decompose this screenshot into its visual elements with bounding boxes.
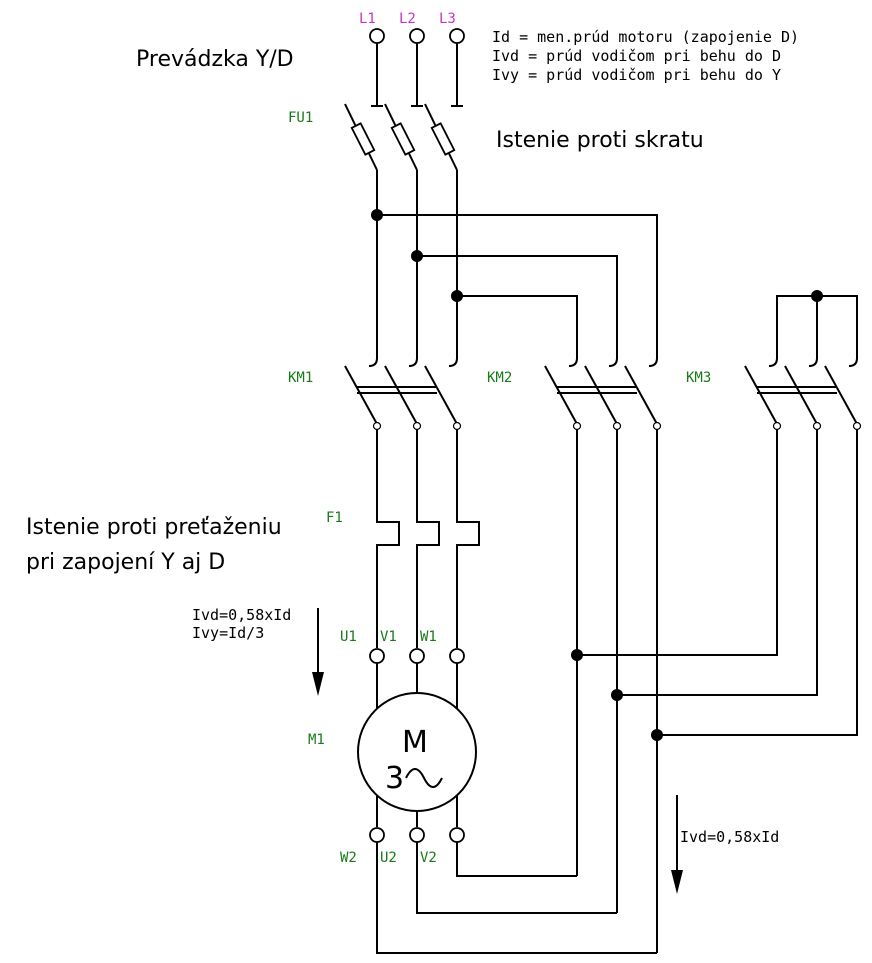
- motor-m1: M 3: [357, 648, 477, 843]
- contactor-km2: [544, 357, 662, 431]
- terminal-l2: [409, 28, 425, 44]
- terminal-l3: [449, 28, 465, 44]
- current-arrow-right: [671, 795, 683, 894]
- motor-phase-count: 3: [385, 761, 404, 796]
- terminal-label-v2: V2: [420, 850, 437, 866]
- junction-dot: [451, 290, 463, 302]
- terminal-w2: [369, 827, 385, 843]
- supply-bus: [371, 170, 858, 358]
- junction-dot: [571, 649, 583, 661]
- terminal-u1: [369, 648, 385, 664]
- legend-line-ivy: Ivy = prúd vodičom pri behu do Y: [492, 66, 781, 84]
- overload-caption-line2: pri zapojení Y aj D: [26, 550, 225, 575]
- terminal-w1: [449, 648, 465, 664]
- fuse-caption: Istenie proti skratu: [496, 128, 704, 153]
- contactor-label-km2: KM2: [487, 370, 512, 386]
- current-right-label: Ivd=0,58xId: [680, 828, 779, 846]
- motor-circle: [357, 692, 477, 812]
- terminal-label-u2: U2: [380, 850, 397, 866]
- contactor-label-km3: KM3: [686, 370, 711, 386]
- current-left-line2: Ivy=Id/3: [192, 624, 264, 642]
- diagram-title: Prevádzka Y/D: [136, 47, 294, 72]
- phase-label-l1: L1: [359, 11, 376, 27]
- fuse-fu1: [344, 103, 458, 171]
- junction-dot: [611, 689, 623, 701]
- legend-line-id: Id = men.prúd motoru (zapojenie D): [492, 28, 799, 46]
- terminal-v1: [409, 648, 425, 664]
- overload-caption-line1: Istenie proti preťaženiu: [26, 515, 282, 540]
- winding-return-wires: [376, 430, 858, 954]
- contactor-label-km1: KM1: [288, 370, 313, 386]
- terminal-v2: [449, 827, 465, 843]
- overload-f1: [376, 430, 480, 648]
- junction-dot: [651, 729, 663, 741]
- terminal-l1: [369, 28, 385, 44]
- terminal-label-v1: V1: [380, 629, 397, 645]
- phase-label-l2: L2: [399, 11, 416, 27]
- motor-symbol: M: [402, 725, 428, 760]
- supply-terminals: [369, 28, 465, 107]
- overload-label: F1: [326, 510, 343, 526]
- legend-line-ivd: Ivd = prúd vodičom pri behu do D: [492, 47, 781, 65]
- star-point-dot: [811, 290, 823, 302]
- junction-dot: [371, 209, 383, 221]
- motor-label: M1: [308, 732, 325, 748]
- terminal-label-w1: W1: [420, 629, 437, 645]
- terminal-label-u1: U1: [340, 629, 357, 645]
- contactor-km3: [744, 357, 862, 431]
- current-arrow-left: [312, 608, 324, 696]
- phase-label-l3: L3: [439, 11, 456, 27]
- fuse-label: FU1: [288, 110, 313, 126]
- junction-dot: [411, 250, 423, 262]
- terminal-label-w2: W2: [340, 850, 357, 866]
- ac-wave-icon: [405, 768, 443, 788]
- terminal-u2: [409, 827, 425, 843]
- current-left-line1: Ivd=0,58xId: [192, 606, 291, 624]
- contactor-km1: [344, 357, 462, 431]
